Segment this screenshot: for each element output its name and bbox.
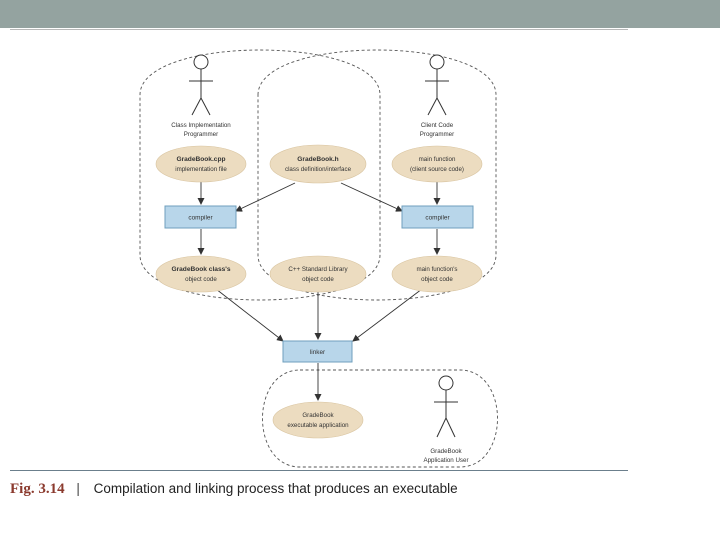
main-obj-subtitle: object code [421,276,453,283]
node-gradebook-h: GradeBook.h class definition/interface [269,144,367,184]
compiler-left-box: compiler [164,205,237,229]
arrow-main-obj-to-linker [352,288,423,342]
figure-caption: Fig. 3.14 | Compilation and linking proc… [10,481,458,498]
arrow-h-to-left-compiler [235,182,296,212]
gradebook-cpp-title: GradeBook.cpp [176,156,225,163]
node-main-source: main function (client source code) [391,145,483,183]
figure-label: Fig. 3.14 [10,481,65,497]
actor-user-line2: Application User [423,457,468,464]
figure-caption-text: Compilation and linking process that pro… [93,481,458,496]
gradebook-h-title: GradeBook.h [297,156,338,163]
caption-rule [10,470,628,471]
actor-implementation-line2: Programmer [184,131,218,138]
actor-application-user-icon [434,375,458,438]
node-main-obj: main function's object code [391,255,483,293]
compiler-left-label: compiler [188,215,213,222]
bottom-region [262,369,498,468]
main-source-subtitle: (client source code) [410,166,464,173]
actor-user-line1: GradeBook [430,448,462,455]
arrow-h-to-right-compiler [340,182,403,212]
executable-subtitle: executable application [287,422,349,429]
gradebook-cpp-subtitle: implementation file [175,166,227,173]
stdlib-obj-title: C++ Standard Library [288,266,348,273]
gradebook-h-subtitle: class definition/interface [285,166,352,173]
node-executable: GradeBook executable application [272,401,364,439]
gradebook-obj-subtitle: object code [185,276,217,283]
actor-client-programmer-icon [425,54,449,116]
node-gradebook-obj: GradeBook class's object code [155,255,247,293]
actor-implementation-line1: Class Implementation [171,122,231,129]
actor-client-line2: Programmer [420,131,454,138]
node-stdlib-obj: C++ Standard Library object code [269,255,367,293]
slide-top-rule [10,29,628,30]
figure-separator: | [76,481,80,496]
compiler-right-label: compiler [425,215,450,222]
main-obj-title: main function's [416,266,457,273]
linker-label: linker [310,349,326,356]
slide-top-bar [0,0,720,28]
actor-client-line1: Client Code [421,122,454,129]
arrow-gradebook-obj-to-linker [215,288,284,342]
node-gradebook-cpp: GradeBook.cpp implementation file [155,145,247,183]
main-source-title: main function [419,156,456,163]
stdlib-obj-subtitle: object code [302,276,334,283]
compiler-right-box: compiler [401,205,474,229]
linker-box: linker [282,340,353,363]
gradebook-obj-title: GradeBook class's [171,266,230,273]
right-region [257,49,497,301]
flow-arrows [197,182,441,401]
actor-implementation-programmer-icon [189,54,213,116]
executable-title: GradeBook [302,412,334,419]
